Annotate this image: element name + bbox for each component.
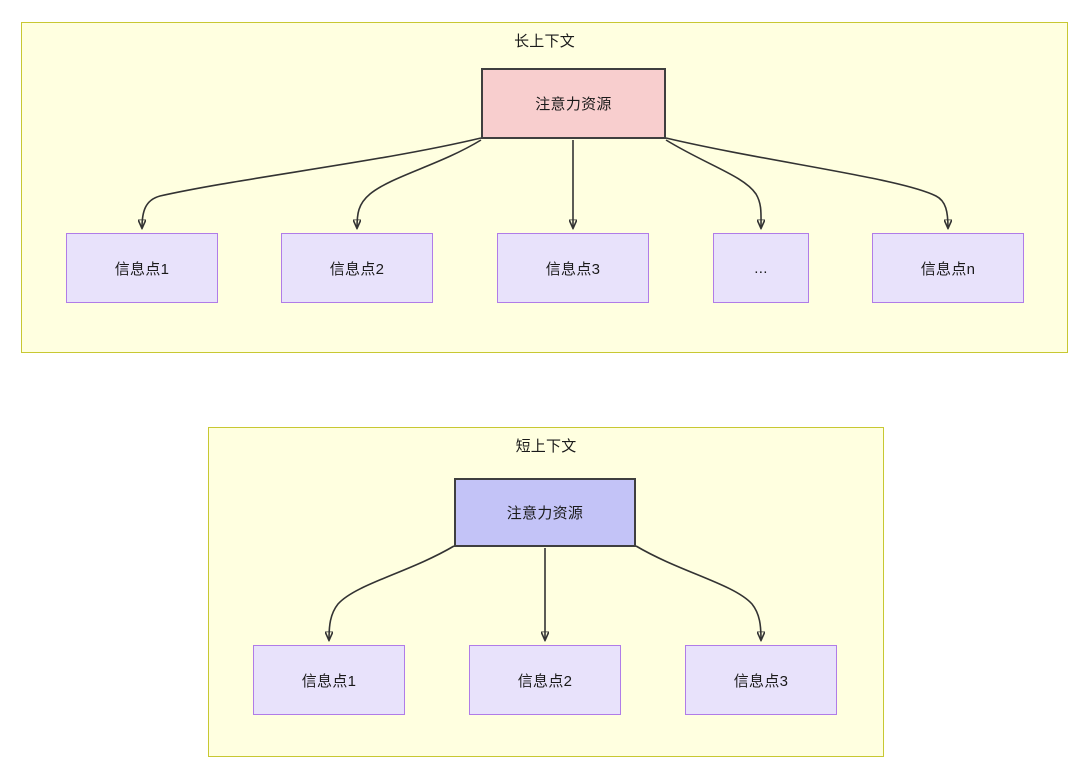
long-context-info-label-n: 信息点n <box>920 260 976 278</box>
long-context-info-node-1[interactable]: 信息点1 <box>66 233 218 303</box>
long-context-info-label-3: 信息点3 <box>545 260 601 278</box>
long-context-info-node-n[interactable]: 信息点n <box>872 233 1024 303</box>
short-context-attention-node[interactable]: 注意力资源 <box>454 478 636 547</box>
short-context-info-label-3: 信息点3 <box>733 672 789 690</box>
long-context-info-node-2[interactable]: 信息点2 <box>281 233 433 303</box>
short-context-attention-label: 注意力资源 <box>506 505 584 522</box>
short-context-info-node-3[interactable]: 信息点3 <box>685 645 837 715</box>
short-context-info-node-1[interactable]: 信息点1 <box>253 645 405 715</box>
long-context-title: 长上下文 <box>514 33 575 50</box>
long-context-attention-label: 注意力资源 <box>535 96 612 113</box>
short-context-info-label-2: 信息点2 <box>517 672 573 690</box>
long-context-info-label-1: 信息点1 <box>114 260 170 278</box>
short-context-info-label-1: 信息点1 <box>301 672 357 690</box>
long-context-info-node-3[interactable]: 信息点3 <box>497 233 649 303</box>
short-context-title: 短上下文 <box>515 438 577 455</box>
long-context-info-label-2: 信息点2 <box>329 260 385 278</box>
long-context-attention-node[interactable]: 注意力资源 <box>481 68 666 139</box>
long-context-info-label-ellipsis: ... <box>754 259 768 277</box>
short-context-info-node-2[interactable]: 信息点2 <box>469 645 621 715</box>
long-context-info-node-ellipsis[interactable]: ... <box>713 233 809 303</box>
